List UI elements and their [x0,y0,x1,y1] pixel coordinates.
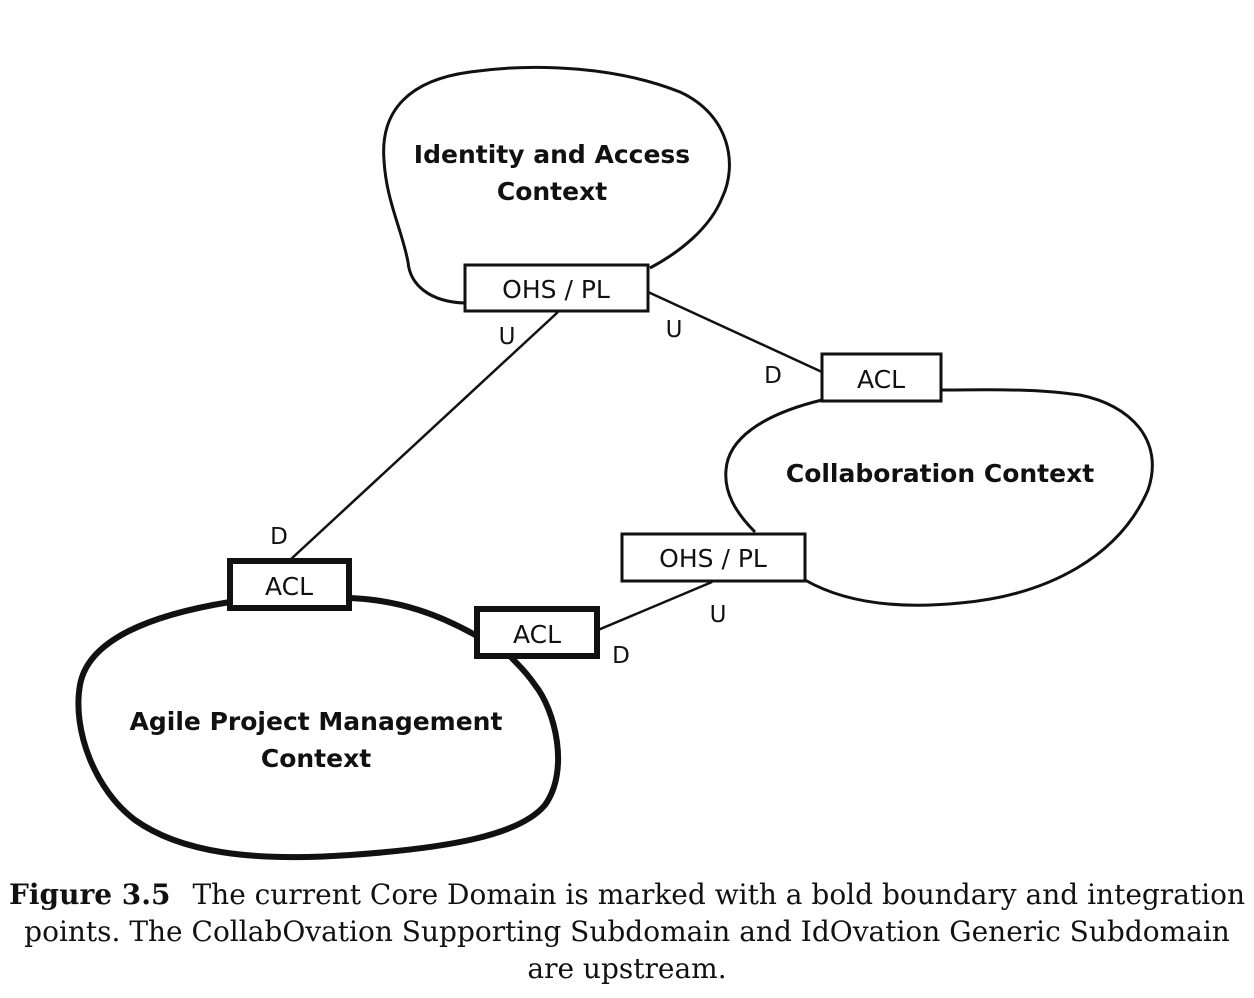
agile-acl-right-label: ACL [513,620,561,649]
identity-ohs-pl-box: OHS / PL [463,263,650,313]
identity-context-title-line2: Context [497,177,607,206]
collab-ohs-pl-label: OHS / PL [659,544,767,573]
identity-upstream-right-marker: U [666,317,683,343]
agile-downstream-top-marker: D [270,524,288,550]
collaboration-context-blob [724,388,1154,607]
identity-to-collab-connection [647,290,823,374]
collab-ohs-pl-box: OHS / PL [620,532,807,583]
identity-ohs-pl-label: OHS / PL [502,275,610,304]
agile-context-title-line1: Agile Project Management [130,707,503,736]
agile-acl-top-label: ACL [265,572,313,601]
collab-acl-box: ACL [820,352,943,403]
identity-access-context-blob [382,65,731,305]
identity-upstream-left-marker: U [499,324,516,350]
caption-text: The current Core Domain is marked with a… [24,878,1245,985]
identity-context-title-line1: Identity and Access [414,140,690,169]
identity-to-agile-connection [289,311,559,561]
collab-downstream-marker: D [764,363,782,389]
agile-acl-right-box: ACL [474,606,600,659]
agile-context-title-line2: Context [261,744,371,773]
collaboration-context-title: Collaboration Context [786,459,1094,488]
collab-upstream-marker: U [710,602,727,628]
agile-pm-context-blob [75,595,561,861]
figure-number: Figure 3.5 [9,878,171,911]
collab-to-agile-connection [597,580,713,632]
agile-downstream-right-marker: D [612,643,630,669]
agile-acl-top-box: ACL [227,558,352,611]
collab-acl-label: ACL [857,365,905,394]
